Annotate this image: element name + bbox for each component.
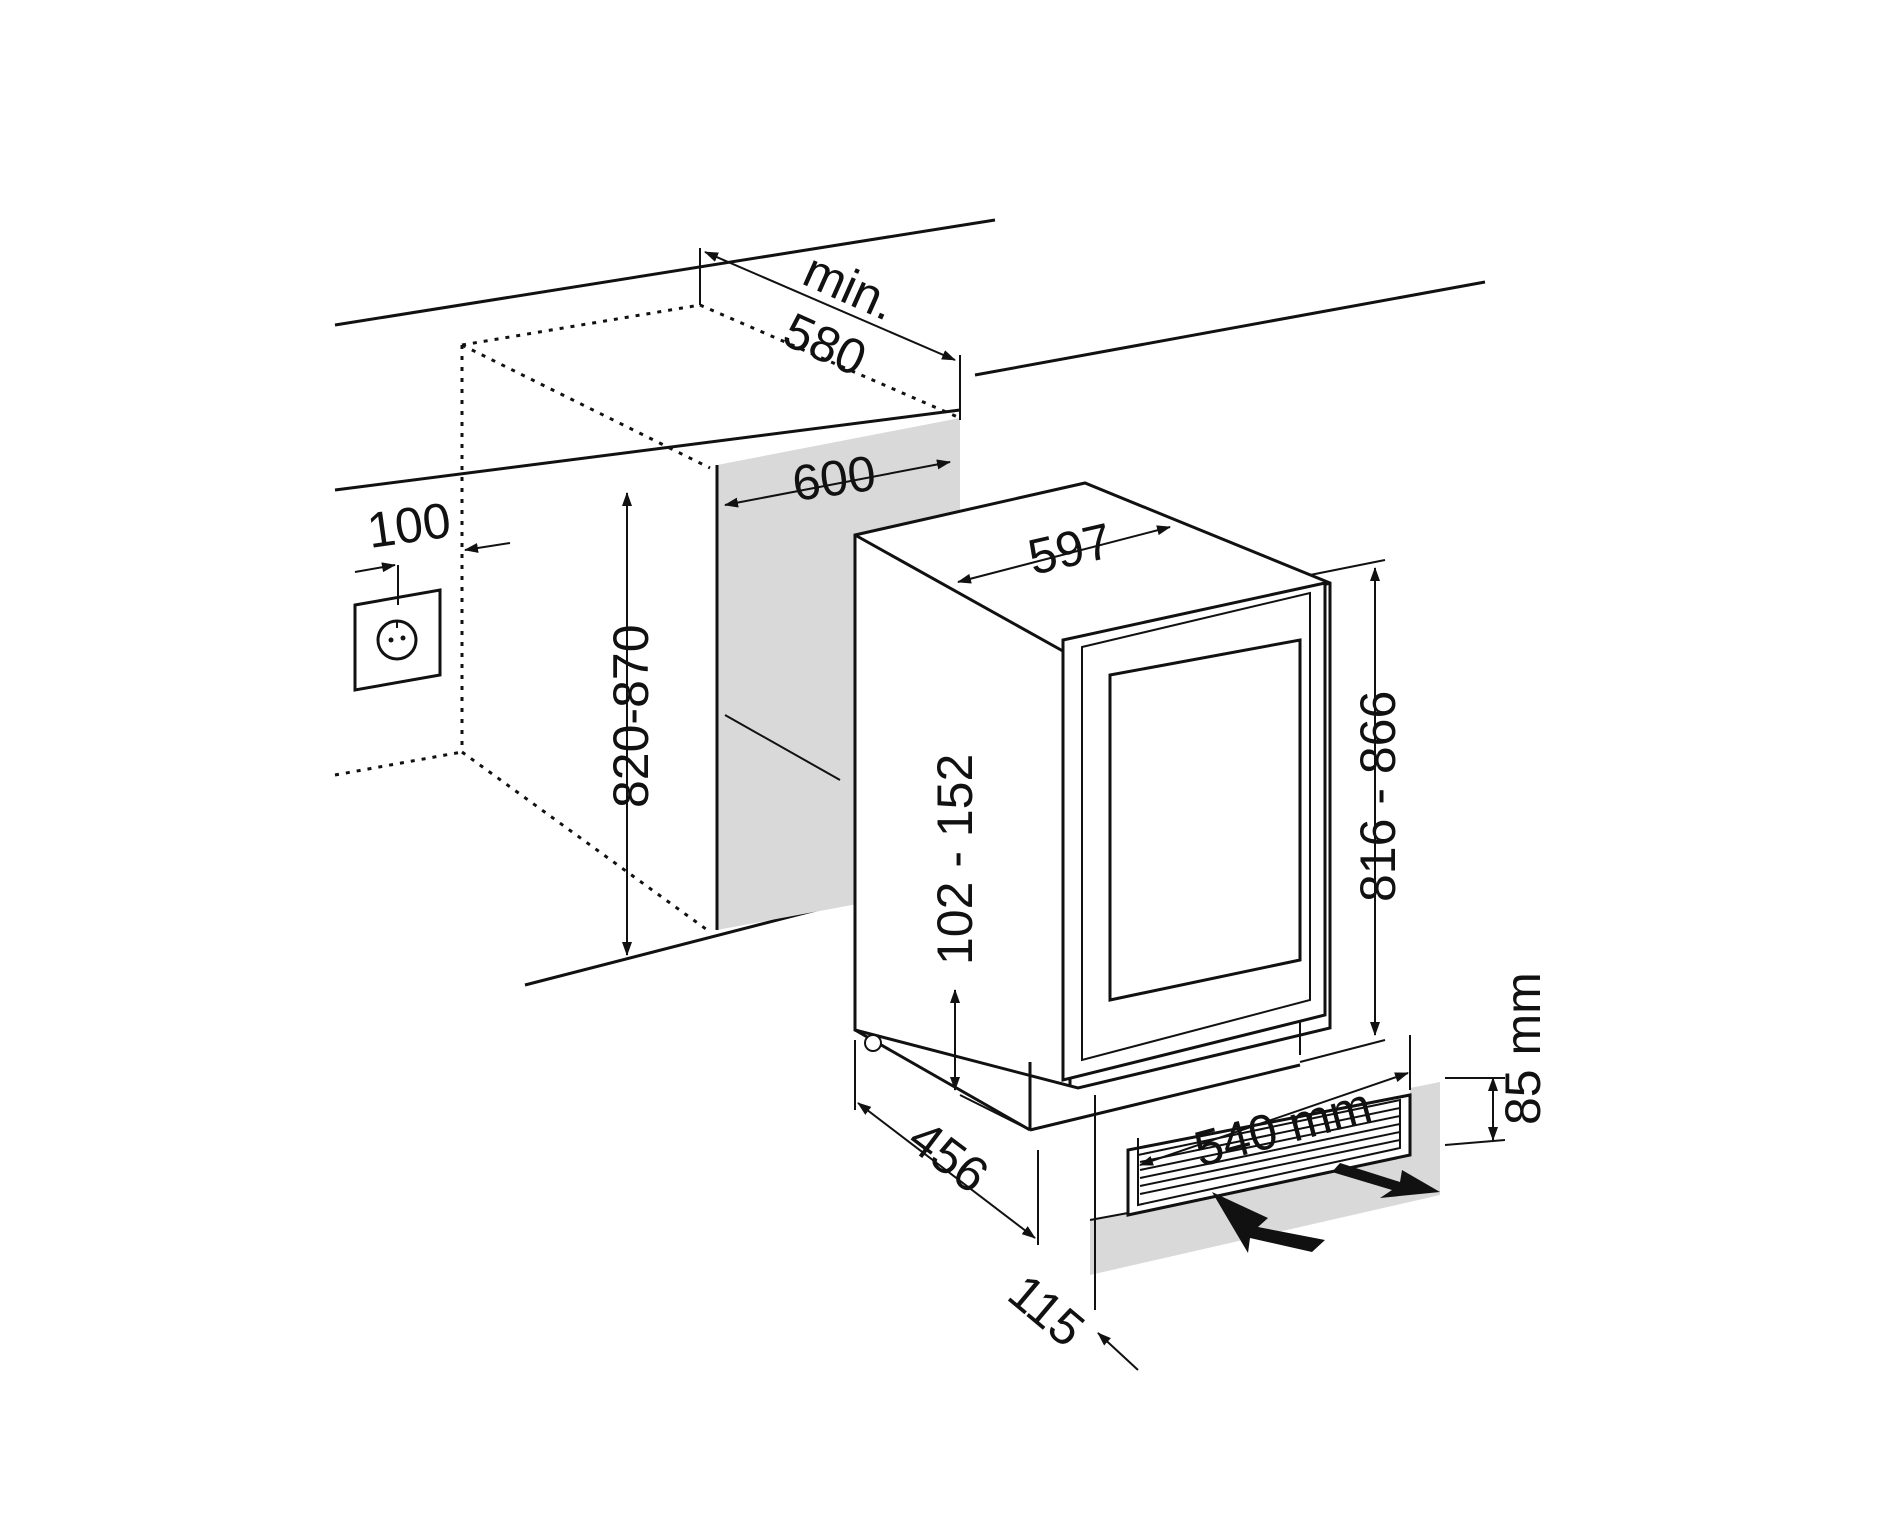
dim-line-appliance-width [957,525,1171,584]
label-grille-height: 85 mm [1495,972,1551,1125]
dim-line-appliance-depth [854,1040,1039,1245]
dim-line-depth-min [699,248,961,420]
label-plinth-height: 102 - 152 [927,754,983,965]
dim-line-appliance-height [1299,559,1386,1063]
dim-line-niche-width [724,459,951,508]
power-socket-icon [353,588,442,692]
dim-line-grille-height [1444,1077,1506,1146]
label-appliance-height: 816 - 866 [1350,691,1406,902]
label-appliance-depth: 456 [898,1109,998,1204]
dim-line-grille-width [1137,1035,1411,1175]
label-plinth-setback: 115 [998,1264,1095,1358]
appliance-door [1061,581,1327,1082]
niche-floor-edge [724,714,841,781]
airflow-out-arrow-icon [1332,1163,1440,1198]
dim-line-socket-offset [354,542,511,605]
airflow-in-arrow-icon [1212,1192,1325,1253]
dim-line-plinth-setback [1094,1095,1139,1371]
label-niche-width: 600 [789,445,879,512]
label-niche-height: 820-870 [603,625,659,809]
label-socket-offset: 100 [364,492,454,559]
